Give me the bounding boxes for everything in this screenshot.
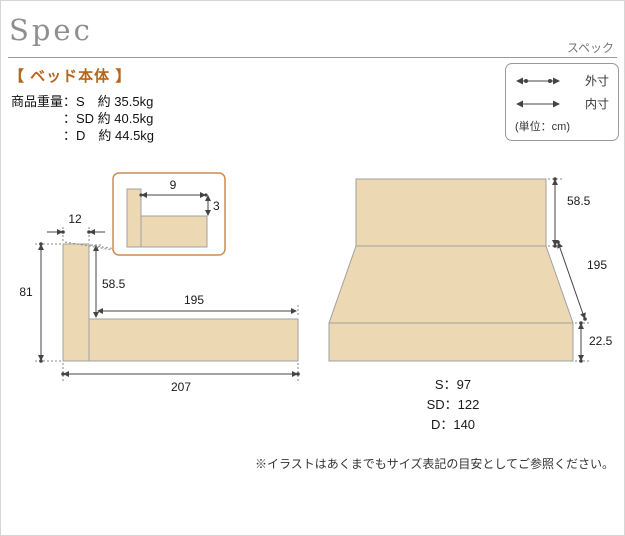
width-single: S：97 [435, 377, 471, 392]
product-weight-block: 商品重量：S 約 35.5kg ：SD 約 40.5kg ：D 約 44.5kg [11, 93, 154, 144]
legend-inner-label: 内寸 [584, 97, 609, 111]
dim-label-headboard-thickness: 12 [68, 212, 82, 226]
legend-row-inner: 内寸 [515, 95, 609, 112]
side-view: 12 81 58.5 [19, 212, 300, 394]
dim-label-inner-length: 195 [184, 293, 204, 307]
page-title: Spec [9, 13, 93, 47]
dim-label-step-height: 3 [213, 199, 220, 213]
dim-inner-length: 195 [97, 293, 299, 315]
dim-label-front-base-height: 22.5 [589, 334, 613, 348]
width-list: S：97 SD：122 D：140 [427, 377, 480, 432]
side-platform [88, 318, 299, 362]
dim-label-total-height: 81 [19, 285, 33, 299]
dim-ledge-depth: 9 [139, 178, 208, 198]
inset-detail: 9 3 [64, 172, 226, 256]
dim-label-upper-height: 58.5 [102, 277, 126, 291]
weight-line-semidouble: ：SD 約 40.5kg [63, 111, 154, 126]
front-view: 58.5 195 22.5 [328, 177, 613, 432]
dim-headboard-thickness: 12 [47, 212, 105, 241]
inner-dimension-icon [516, 100, 560, 107]
dim-front-base-height: 22.5 [575, 321, 613, 363]
dim-label-front-headboard-height: 58.5 [567, 194, 591, 208]
weight-line-double: ：D 約 44.5kg [63, 128, 155, 143]
inset-headboard-piece [126, 188, 142, 248]
header-divider [8, 57, 617, 58]
legend-unit-label: (単位：cm) [515, 121, 570, 133]
width-double: D：140 [431, 417, 475, 432]
legend-row-outer: 外寸 [515, 72, 609, 89]
dim-total-height: 81 [19, 242, 61, 363]
dim-label-total-length: 207 [171, 380, 191, 394]
dim-upper-height: 58.5 [91, 244, 126, 318]
side-headboard [62, 243, 90, 362]
front-headboard [355, 178, 547, 247]
legend-box: 外寸 内寸 (単位：cm) [505, 63, 619, 141]
weight-line-single: 商品重量：S 約 35.5kg [11, 94, 154, 109]
front-bed-body [328, 245, 574, 362]
inset-platform-piece [140, 215, 208, 248]
width-semidouble: SD：122 [427, 397, 480, 412]
dim-step-height: 3 [205, 195, 220, 216]
page-subtitle: スペック [566, 41, 614, 55]
section-label: 【 ベッド本体 】 [9, 68, 132, 85]
dim-front-depth: 195 [556, 240, 607, 321]
dim-front-headboard-height: 58.5 [548, 177, 591, 248]
dim-total-length: 207 [61, 363, 300, 394]
legend-outer-label: 外寸 [584, 74, 609, 88]
disclaimer-note: ※イラストはあくまでもサイズ表記の目安としてご参照ください。 [254, 457, 614, 471]
dim-label-ledge-depth: 9 [170, 178, 177, 192]
dim-label-front-depth: 195 [587, 258, 607, 272]
outer-dimension-icon [516, 77, 560, 84]
